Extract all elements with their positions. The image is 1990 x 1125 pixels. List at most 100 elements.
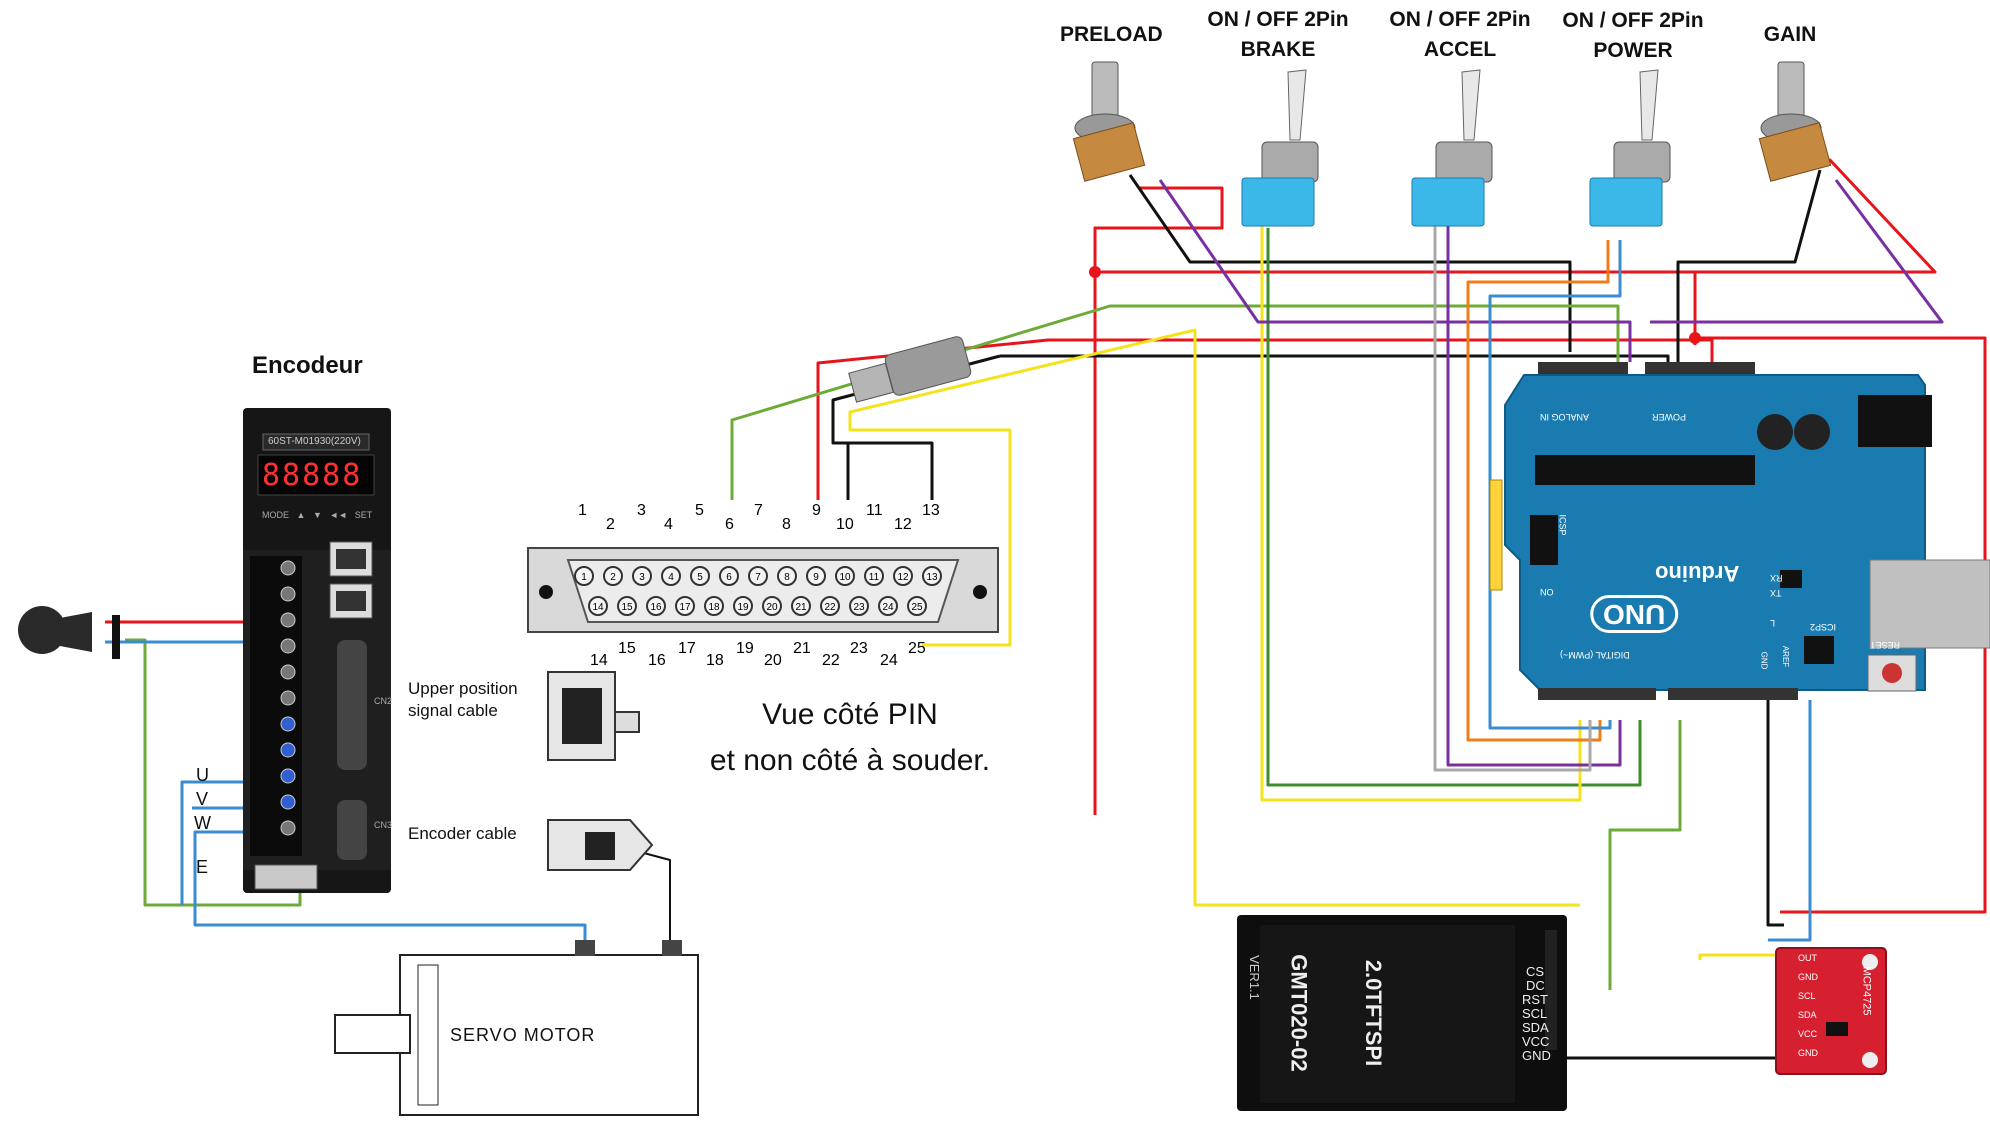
arduino-reset[interactable]: RESET: [1870, 640, 1901, 650]
db25-pin-inner-label: 10: [839, 572, 851, 583]
wire-purple-gain: [1650, 179, 1944, 324]
db25-pin-bottom-label: 22: [822, 652, 840, 669]
tft-pin-scl: SCL: [1522, 1006, 1548, 1021]
wire-green-db6: [730, 304, 1620, 500]
driver-cn2: CN2: [374, 696, 393, 706]
cn2-connector: [337, 640, 367, 770]
arduino-rx: RX: [1770, 573, 1783, 583]
db25-pin-inner-label: 24: [882, 602, 894, 613]
db25-pin-top-label: 6: [725, 516, 734, 533]
db25-pin: [675, 596, 695, 616]
arduino-model: UNO: [1590, 595, 1679, 633]
driver-btn-mode[interactable]: MODE: [262, 510, 289, 520]
tft-pin-sda: SDA: [1522, 1020, 1549, 1035]
rj45-ports: [329, 541, 373, 619]
potentiometer-preload: [1072, 61, 1146, 182]
db25-pin-top-label: 8: [782, 516, 791, 533]
label-brake-line1: ON / OFF 2Pin: [1207, 8, 1349, 31]
db25-pin-inner-label: 5: [697, 572, 703, 583]
wire-orange-power: [1466, 240, 1610, 742]
db25-pin-top-label: 2: [606, 516, 615, 533]
wire-green-ground: [125, 638, 302, 907]
db25-pin: [617, 596, 637, 616]
arduino-icsp: ICSP: [1557, 514, 1568, 536]
db25-pin-bottom-label: 24: [880, 652, 898, 669]
label-power: ON / OFF 2Pin POWER: [1553, 6, 1713, 66]
wire-phase-w: [193, 830, 587, 940]
driver-btn-up[interactable]: ▲: [296, 510, 306, 520]
db25-pin-top-label: 12: [894, 516, 912, 533]
db25-pin-top-label: 7: [754, 502, 763, 519]
arduino-on: ON: [1540, 587, 1554, 597]
label-encoder-cable: Encoder cable: [408, 824, 517, 843]
terminal-screw: [280, 768, 296, 784]
label-brake: ON / OFF 2Pin BRAKE: [1198, 5, 1358, 65]
arduino-analog-label: ANALOG IN: [1540, 412, 1590, 422]
label-encodeur: Encodeur: [252, 352, 363, 379]
db25-pin-bottom-label: 21: [793, 640, 811, 657]
db25-pin: [719, 566, 739, 586]
db25-pin: [849, 596, 869, 616]
db25-pin: [835, 566, 855, 586]
tft-name: 2.0TFTSPI: [1361, 959, 1387, 1067]
driver-btn-set[interactable]: SET: [354, 510, 373, 520]
wire-red-bus: [1093, 226, 1222, 815]
db25-pin-bottom-label: 25: [908, 640, 926, 657]
db25-pin: [632, 566, 652, 586]
power-plug: [18, 606, 120, 659]
servo-driver: [243, 408, 391, 893]
switch-power: [1589, 69, 1671, 227]
db25-pin-inner-label: 22: [824, 602, 836, 613]
arduino-gnd: GND: [1759, 651, 1769, 670]
arduino-aref: AREF: [1781, 645, 1791, 668]
db25-pin-top-label: 10: [836, 516, 854, 533]
db25-pin-inner-label: 1: [581, 572, 587, 583]
wire-red-gain: [1695, 158, 1937, 274]
wire-red-db9: [816, 338, 1714, 500]
label-accel-line2: ACCEL: [1423, 38, 1497, 61]
driver-model: 60ST-M01930(220V): [268, 436, 361, 447]
dac-pin-sda: SDA: [1798, 1010, 1817, 1020]
db25-pin-inner-label: 20: [766, 602, 778, 613]
driver-btn-down[interactable]: ▼: [312, 510, 322, 520]
driver-cn3: CN3: [374, 820, 393, 830]
db25-pin: [690, 566, 710, 586]
db25-pin: [893, 566, 913, 586]
db25-pin-top-label: 1: [578, 502, 587, 519]
db25-pin-bottom-label: 20: [764, 652, 782, 669]
terminal-screw: [280, 612, 296, 628]
label-phase-v: V: [196, 789, 209, 809]
terminal-screw: [280, 664, 296, 680]
cn3-connector: [337, 800, 367, 860]
db25-pin-top-label: 4: [664, 516, 673, 533]
label-power-line1: ON / OFF 2Pin: [1562, 9, 1704, 32]
wire-encoder: [639, 851, 671, 940]
db25-pin: [864, 566, 884, 586]
db25-pin: [907, 596, 927, 616]
db25-pin: [588, 596, 608, 616]
driver-btn-shift[interactable]: ◄◄: [329, 510, 348, 520]
dac-name: MCP4725: [1860, 966, 1873, 1016]
driver-display: 88888: [262, 458, 363, 493]
junction-dot: [1089, 266, 1101, 278]
db25-pin-inner-label: 19: [737, 602, 749, 613]
terminal-block: [250, 556, 302, 856]
terminal-screw: [280, 690, 296, 706]
label-upper-position-line1: Upper position: [408, 679, 518, 698]
db25-pin: [791, 596, 811, 616]
db25-pin-bottom-label: 16: [648, 652, 666, 669]
dac-pin-gnd-2: GND: [1798, 1048, 1818, 1058]
db25-pin: [922, 566, 942, 586]
caption: Vue côté PIN et non côté à souder.: [670, 692, 1030, 784]
db25-pin-inner-label: 23: [853, 602, 865, 613]
wire-green-tft: [1608, 720, 1682, 990]
terminal-screw: [280, 820, 296, 836]
tft-pin-rst: RST: [1522, 992, 1548, 1007]
terminal-screw: [280, 586, 296, 602]
wire-yellow-dac: [1698, 953, 1810, 960]
db25-pin-top-label: 9: [812, 502, 821, 519]
terminal-screw: [280, 638, 296, 654]
aviation-connector: [848, 336, 972, 403]
label-upper-position: Upper position signal cable: [408, 678, 518, 722]
db25-pin-inner-label: 13: [926, 572, 938, 583]
